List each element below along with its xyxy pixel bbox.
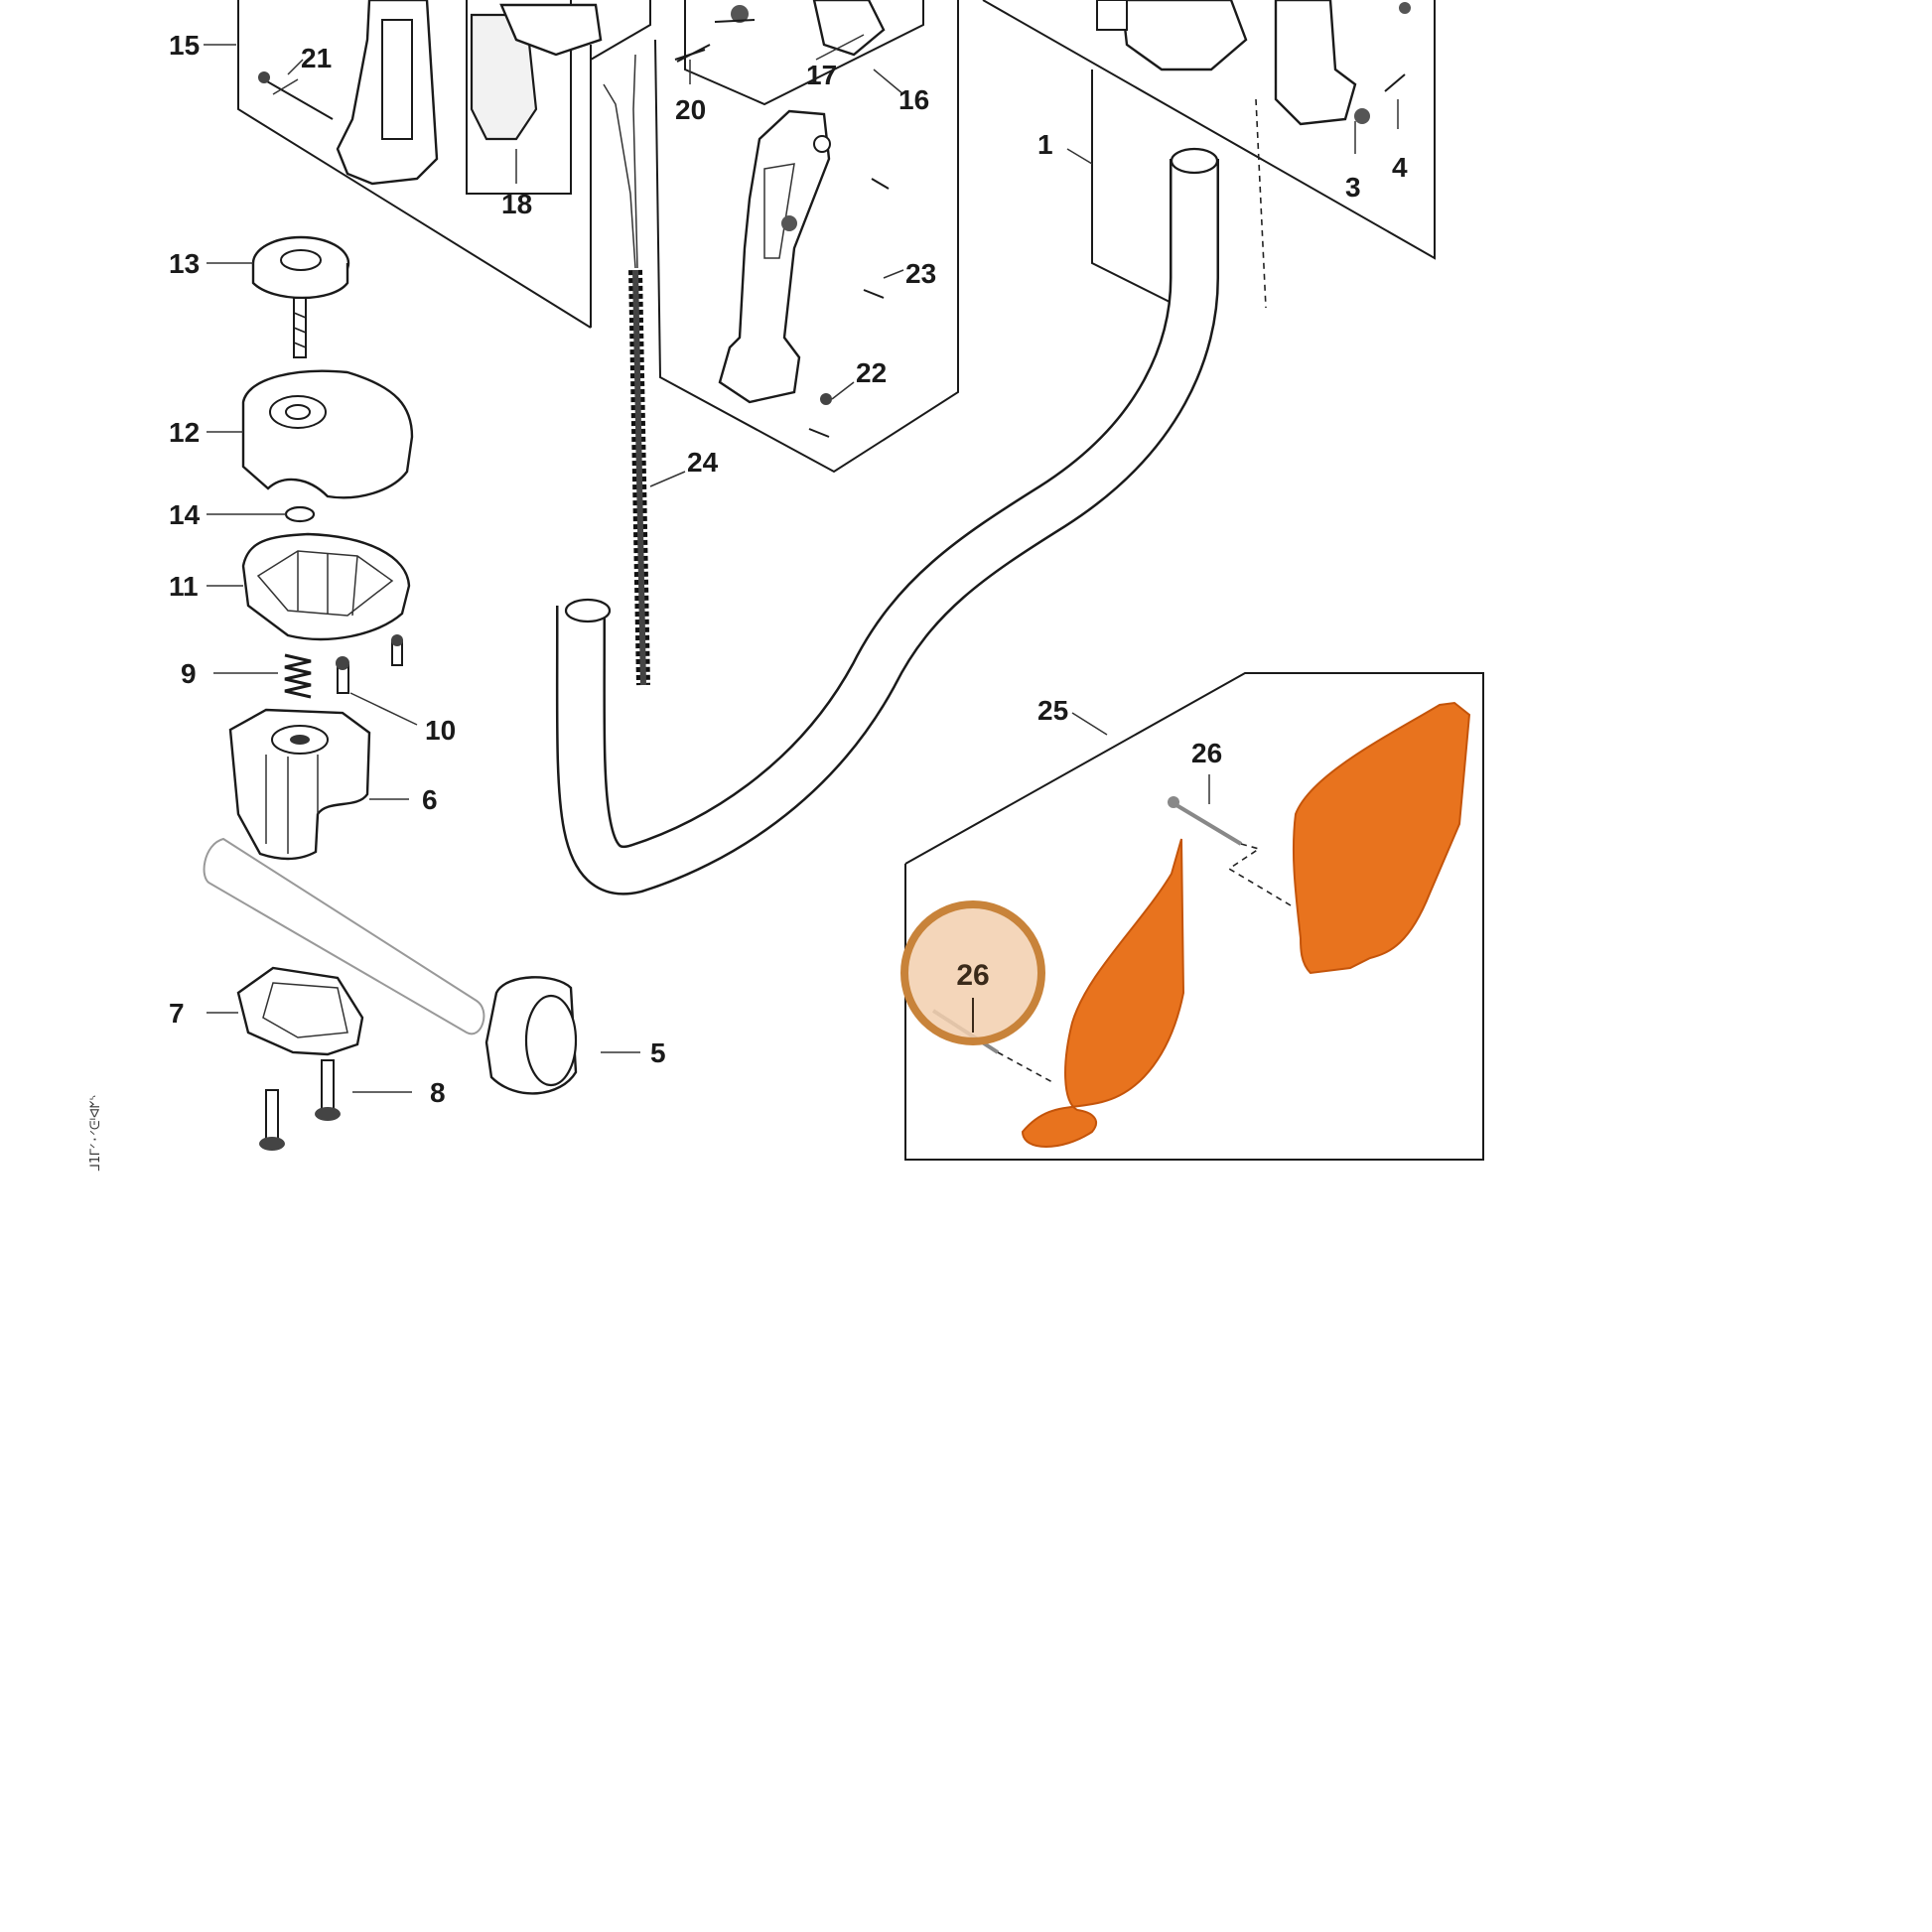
callout-5: 5 <box>650 1037 666 1068</box>
callout-23: 23 <box>905 258 936 289</box>
callout-12: 12 <box>169 417 200 448</box>
callout-6: 6 <box>422 784 438 815</box>
callout-8: 8 <box>430 1077 446 1108</box>
callout-11: 11 <box>169 571 199 602</box>
callout-9: 9 <box>181 658 197 689</box>
clip-5 <box>484 976 578 1095</box>
callout-25: 25 <box>1037 695 1068 726</box>
screw-26-top <box>1170 800 1243 846</box>
lower-clamp-7 <box>236 966 364 1056</box>
shaft-tube-phantom <box>203 837 485 1035</box>
throttle-cable <box>603 54 650 686</box>
callout-21: 21 <box>301 43 332 73</box>
guard-kit-panel <box>904 672 1484 1161</box>
leader-lines <box>204 34 1399 1093</box>
callout-13: 13 <box>169 248 200 279</box>
callout-3: 3 <box>1345 172 1361 203</box>
knob-13 <box>251 235 350 358</box>
part-16-17 <box>674 0 886 61</box>
callout-17: 17 <box>806 60 837 90</box>
callout-16: 16 <box>898 84 929 115</box>
callout-4: 4 <box>1392 152 1408 183</box>
clamp-11 <box>241 532 411 641</box>
grip-handle <box>718 109 890 438</box>
callout-14: 14 <box>169 499 201 530</box>
callout-10: 10 <box>425 715 456 746</box>
loop-handle-tube <box>555 147 1219 896</box>
side-code: ᒧ1ᒥᐟ·ᐟᕮᑊᐊᖼᔅ <box>88 1095 103 1172</box>
top-right-parts <box>1096 0 1411 126</box>
panel-outlines <box>237 0 1436 474</box>
callout-22: 22 <box>856 357 887 388</box>
callout-labels: 15 21 18 20 17 16 1 3 4 13 23 22 12 24 1… <box>169 30 1408 1108</box>
left-orange-guard <box>1021 838 1185 1148</box>
highlight-marker: 26 <box>900 900 1045 1045</box>
callout-15: 15 <box>169 30 200 61</box>
right-orange-guard <box>1292 701 1471 975</box>
spring-9-screw-10 <box>284 634 403 699</box>
screws-8 <box>259 1059 341 1151</box>
callout-18: 18 <box>501 189 532 219</box>
callout-20: 20 <box>675 94 706 125</box>
callout-24: 24 <box>687 447 719 478</box>
callout-7: 7 <box>169 998 185 1029</box>
oring-14 <box>284 505 316 523</box>
upper-handle-assembly <box>258 0 603 186</box>
clamp-body-6 <box>228 708 371 861</box>
pin-20 <box>676 44 711 63</box>
highlight-label: 26 <box>956 959 989 992</box>
callout-26: 26 <box>1191 738 1222 768</box>
callout-1: 1 <box>1037 129 1053 160</box>
cover-12 <box>241 369 414 499</box>
